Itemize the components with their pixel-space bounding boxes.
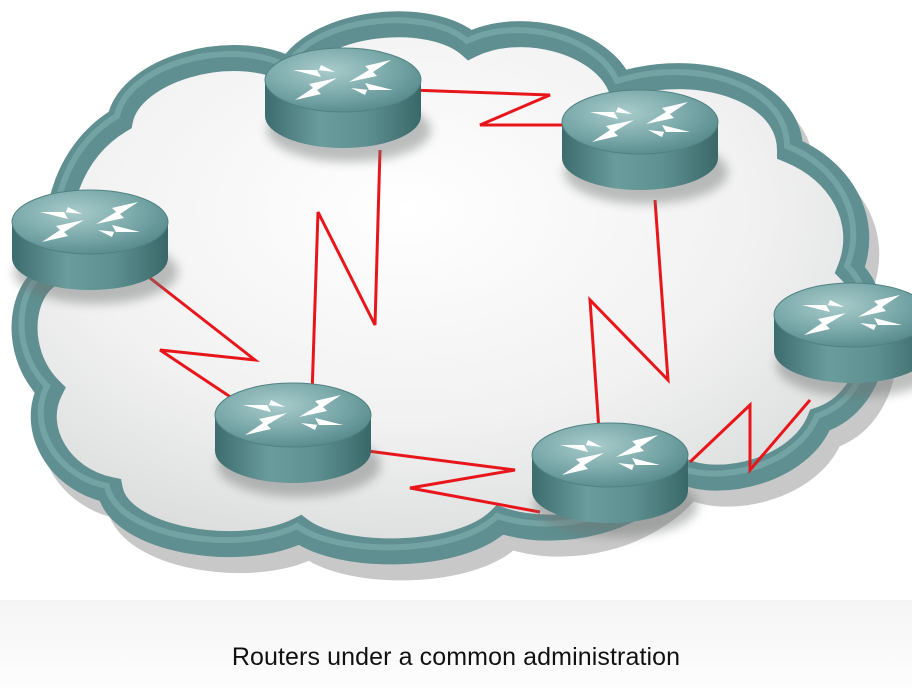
network-diagram (0, 0, 912, 600)
serial-links (149, 88, 812, 514)
router-icon (532, 423, 698, 537)
router-icon (215, 383, 381, 497)
caption-band (0, 600, 912, 688)
router-icon (562, 90, 728, 204)
link-router2-router3 (409, 88, 580, 127)
link-router5-router6 (359, 448, 541, 514)
link-router1-router5 (149, 276, 266, 422)
router-icon (12, 190, 178, 304)
router-icon (774, 283, 912, 397)
link-router3-router6 (588, 199, 670, 446)
router-icon (265, 48, 431, 162)
link-router6-router4 (688, 399, 812, 475)
diagram-caption: Routers under a common administration (231, 643, 681, 671)
link-router2-router5 (310, 149, 382, 396)
